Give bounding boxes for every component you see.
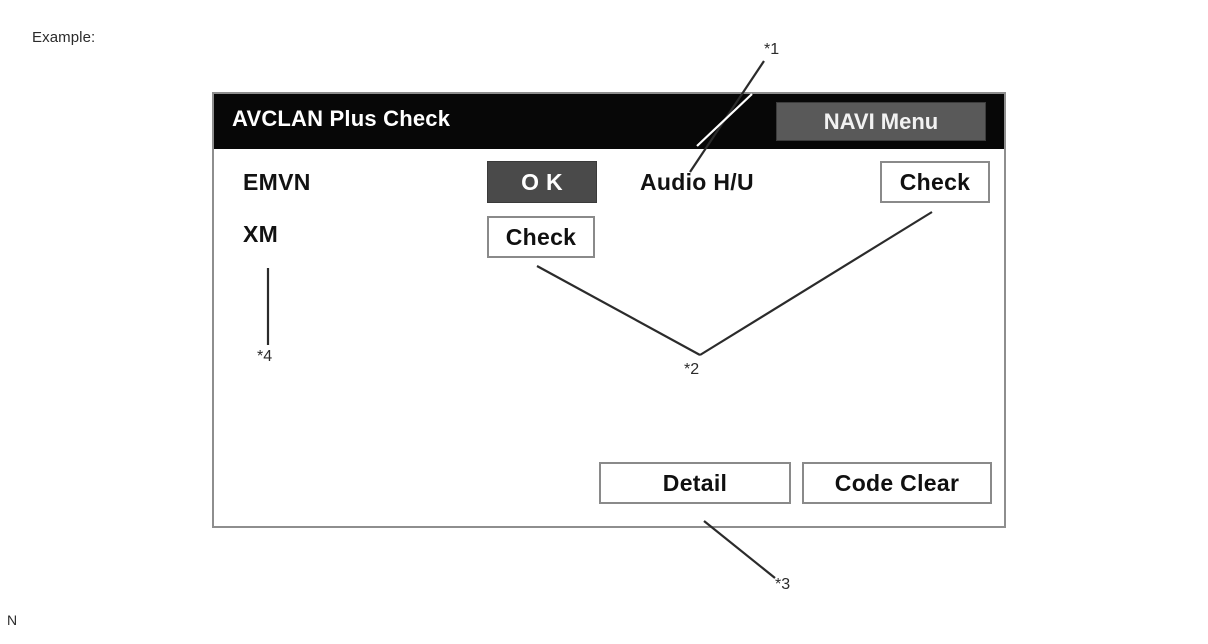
callout-marker-3: *3: [775, 576, 791, 593]
emvn-status-button[interactable]: O K: [487, 161, 597, 203]
audio-hu-check-button[interactable]: Check: [880, 161, 990, 203]
device-screen-panel: AVCLAN Plus Check NAVI Menu EMVN XM Audi…: [212, 92, 1006, 528]
callout-marker-4: *4: [257, 348, 273, 365]
xm-check-button-label: Check: [505, 223, 577, 250]
code-clear-button-label: Code Clear: [834, 469, 960, 496]
row-label-xm: XM: [243, 221, 279, 247]
footer-mark: N: [7, 612, 18, 628]
detail-button-label: Detail: [662, 469, 728, 496]
navi-menu-button-label: NAVI Menu: [823, 108, 939, 134]
example-caption: Example:: [32, 29, 96, 46]
screen-body: EMVN XM Audio H/U O K Check Check Detail…: [214, 149, 1004, 526]
callout-marker-1: *1: [764, 41, 780, 58]
detail-button[interactable]: Detail: [599, 462, 791, 504]
row-label-audio-hu: Audio H/U: [640, 169, 754, 195]
xm-check-button[interactable]: Check: [487, 216, 595, 258]
leader-line-3: [703, 520, 776, 579]
navi-menu-button[interactable]: NAVI Menu: [776, 102, 986, 141]
code-clear-button[interactable]: Code Clear: [802, 462, 992, 504]
row-label-emvn: EMVN: [243, 169, 311, 195]
audio-hu-check-button-label: Check: [899, 168, 971, 195]
callout-marker-2: *2: [684, 361, 700, 378]
screen-title-bar: AVCLAN Plus Check NAVI Menu: [214, 94, 1004, 149]
emvn-status-button-label: O K: [521, 168, 563, 195]
screen-title: AVCLAN Plus Check: [232, 106, 451, 131]
